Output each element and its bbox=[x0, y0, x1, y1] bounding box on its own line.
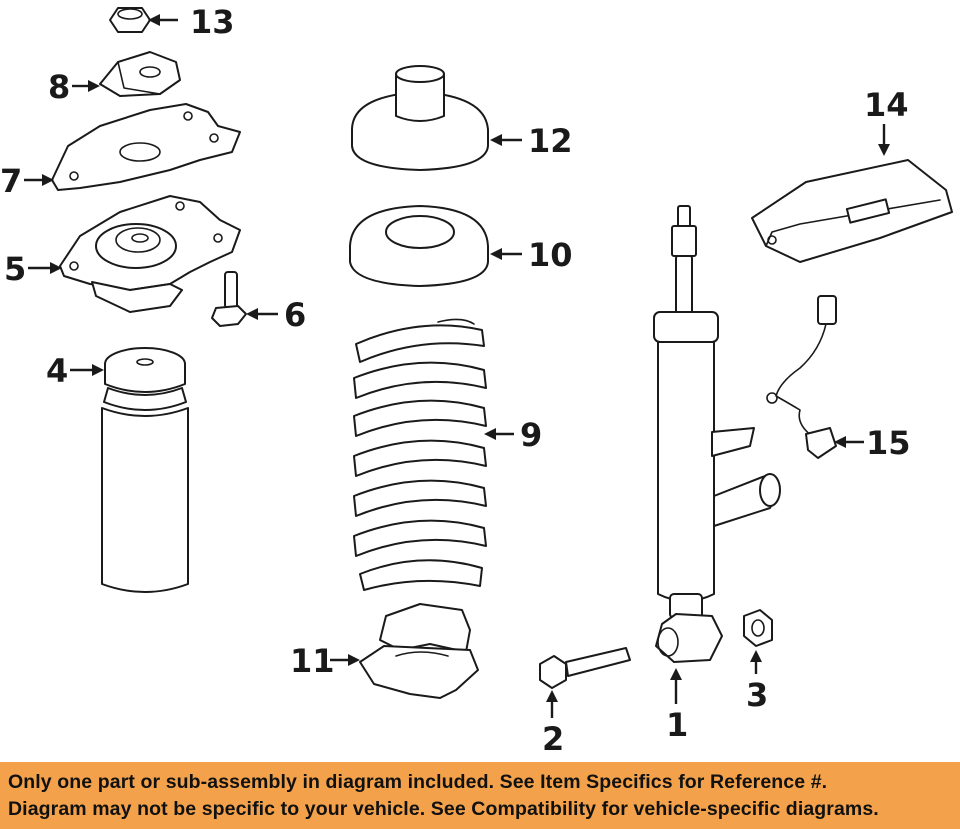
disclaimer-line-2: Diagram may not be specific to your vehi… bbox=[8, 798, 879, 820]
part-10-insulator bbox=[349, 205, 489, 287]
part-2-bolt bbox=[539, 647, 631, 689]
part-6-bolt bbox=[211, 271, 247, 327]
part-5-upper-mount bbox=[59, 195, 241, 313]
part-11-lower-seat bbox=[359, 603, 479, 699]
callout-arrows bbox=[24, 14, 890, 718]
callout-12: 12 bbox=[528, 122, 573, 160]
callout-14: 14 bbox=[864, 86, 909, 124]
part-1-shock-absorber bbox=[653, 205, 781, 663]
callout-8: 8 bbox=[48, 68, 70, 106]
part-3-nut bbox=[743, 609, 773, 647]
part-13-nut bbox=[109, 7, 151, 33]
callout-2: 2 bbox=[542, 720, 564, 758]
callout-11: 11 bbox=[290, 642, 335, 680]
callout-10: 10 bbox=[528, 236, 573, 274]
part-12-spring-seat bbox=[351, 65, 489, 171]
callout-1: 1 bbox=[666, 706, 688, 744]
callout-6: 6 bbox=[284, 296, 306, 334]
callout-7: 7 bbox=[0, 162, 22, 200]
suspension-parts-diagram: 13 8 7 5 6 4 12 10 9 11 14 15 2 1 3 bbox=[0, 3, 953, 758]
disclaimer-line-1: Only one part or sub-assembly in diagram… bbox=[8, 771, 828, 793]
disclaimer-banner: Only one part or sub-assembly in diagram… bbox=[0, 762, 960, 829]
part-14-cover bbox=[751, 159, 953, 263]
part-9-coil-spring bbox=[353, 318, 487, 591]
callout-5: 5 bbox=[4, 250, 26, 288]
part-4-dust-boot bbox=[101, 347, 189, 593]
part-7-gasket bbox=[51, 103, 241, 191]
callout-15: 15 bbox=[866, 424, 911, 462]
callout-13: 13 bbox=[190, 3, 235, 41]
callout-4: 4 bbox=[46, 352, 68, 390]
callout-9: 9 bbox=[520, 416, 542, 454]
part-8-bracket bbox=[99, 51, 181, 97]
part-15-sensor bbox=[766, 295, 837, 459]
callout-3: 3 bbox=[746, 676, 768, 714]
